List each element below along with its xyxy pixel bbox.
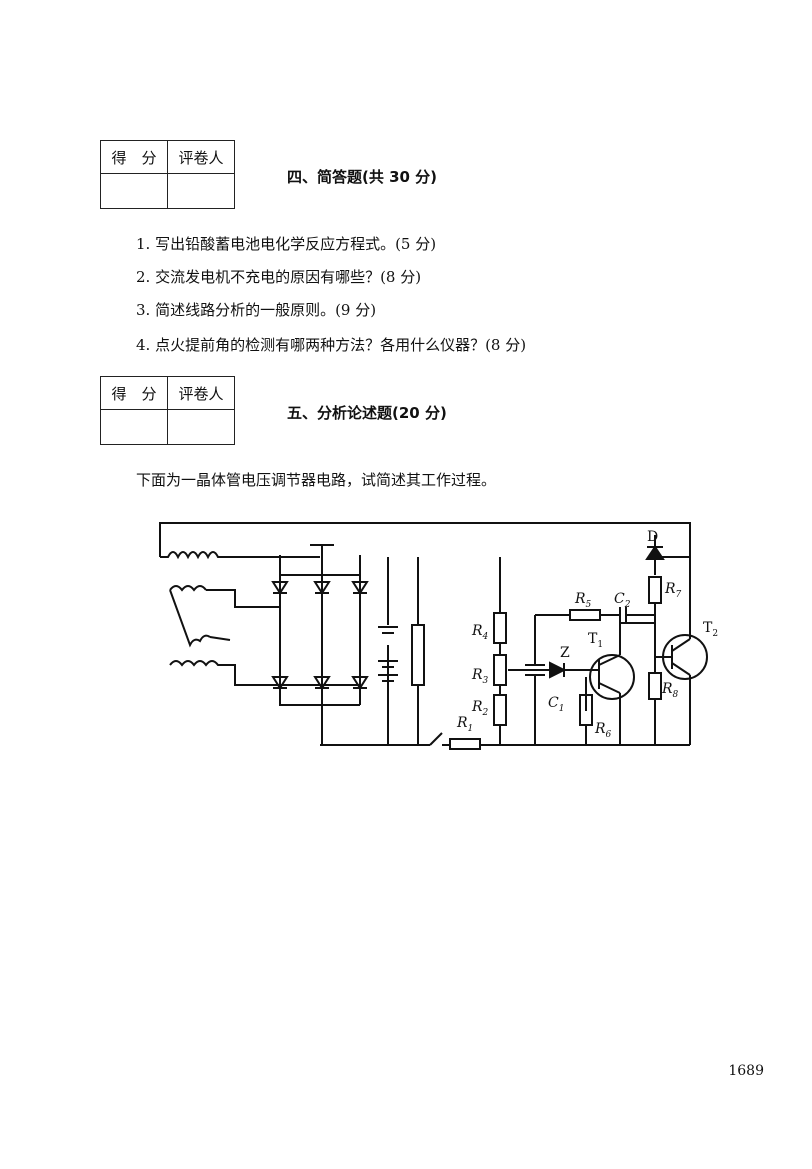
page-number: 1689 xyxy=(728,1063,764,1079)
label-r1: R1 xyxy=(456,715,473,734)
load-resistor xyxy=(411,624,425,686)
label-r6: R6 xyxy=(594,721,612,740)
diode-1 xyxy=(271,581,289,595)
question-intro: 下面为一晶体管电压调节器电路，试简述其工作过程。 xyxy=(136,471,497,489)
label-z: Z xyxy=(560,645,570,661)
grader-header: 评卷人 xyxy=(167,140,235,174)
battery-symbol xyxy=(378,626,398,682)
label-r8: R8 xyxy=(661,681,679,700)
grader-cell[interactable] xyxy=(167,409,235,445)
stator-winding xyxy=(169,585,280,686)
grader-header: 评卷人 xyxy=(167,376,235,410)
rectifier-bus xyxy=(279,545,361,706)
question-1: 1. 写出铅酸蓄电池电化学反应方程式。(5 分) xyxy=(136,235,437,253)
resistor-r7 xyxy=(648,576,662,604)
score-cell[interactable] xyxy=(100,409,168,445)
diode-6 xyxy=(351,676,369,690)
diode-3 xyxy=(351,581,369,595)
resistor-r8 xyxy=(648,672,662,700)
resistor-r1 xyxy=(449,738,481,750)
diode-2 xyxy=(313,581,331,595)
label-d: D xyxy=(647,529,658,545)
label-r7: R7 xyxy=(664,581,682,600)
score-header: 得 分 xyxy=(100,140,168,174)
resistor-r5 xyxy=(569,609,601,621)
label-t2: T2 xyxy=(703,620,718,639)
section4-score-table: 得 分 评卷人 xyxy=(100,140,235,209)
zener-z xyxy=(549,661,567,679)
question-4: 4. 点火提前角的检测有哪两种方法？各用什么仪器？(8 分) xyxy=(136,336,527,354)
label-r5: R5 xyxy=(574,591,592,610)
question-2: 2. 交流发电机不充电的原因有哪些？(8 分) xyxy=(136,268,422,286)
grader-cell[interactable] xyxy=(167,173,235,209)
resistor-r4 xyxy=(493,612,507,644)
diode-4 xyxy=(271,676,289,690)
voltage-regulator-circuit: D R7 R5 C2 T1 T2 R4 R3 R2 R1 C1 R6 R8 Z xyxy=(159,522,718,750)
diode-5 xyxy=(313,676,331,690)
resistor-r6 xyxy=(579,694,593,726)
capacitor-c1 xyxy=(525,664,545,676)
section5-score-table: 得 分 评卷人 xyxy=(100,376,235,445)
section4-title: 四、简答题(共 30 分) xyxy=(287,168,438,186)
score-header: 得 分 xyxy=(100,376,168,410)
label-r3: R3 xyxy=(471,667,489,686)
transistor-t1 xyxy=(589,654,635,700)
top-loop-wire xyxy=(159,522,691,557)
resistor-r3 xyxy=(493,654,507,686)
label-c2: C2 xyxy=(614,591,631,610)
section5-title: 五、分析论述题(20 分) xyxy=(287,404,447,422)
label-r2: R2 xyxy=(471,699,489,718)
capacitor-c2 xyxy=(619,607,627,623)
label-r4: R4 xyxy=(471,623,489,642)
resistor-r2 xyxy=(493,694,507,726)
label-t1: T1 xyxy=(588,631,603,650)
score-cell[interactable] xyxy=(100,173,168,209)
question-3: 3. 简述线路分析的一般原则。(9 分) xyxy=(136,301,377,319)
field-coil xyxy=(160,551,320,560)
label-c1: C1 xyxy=(548,695,564,714)
